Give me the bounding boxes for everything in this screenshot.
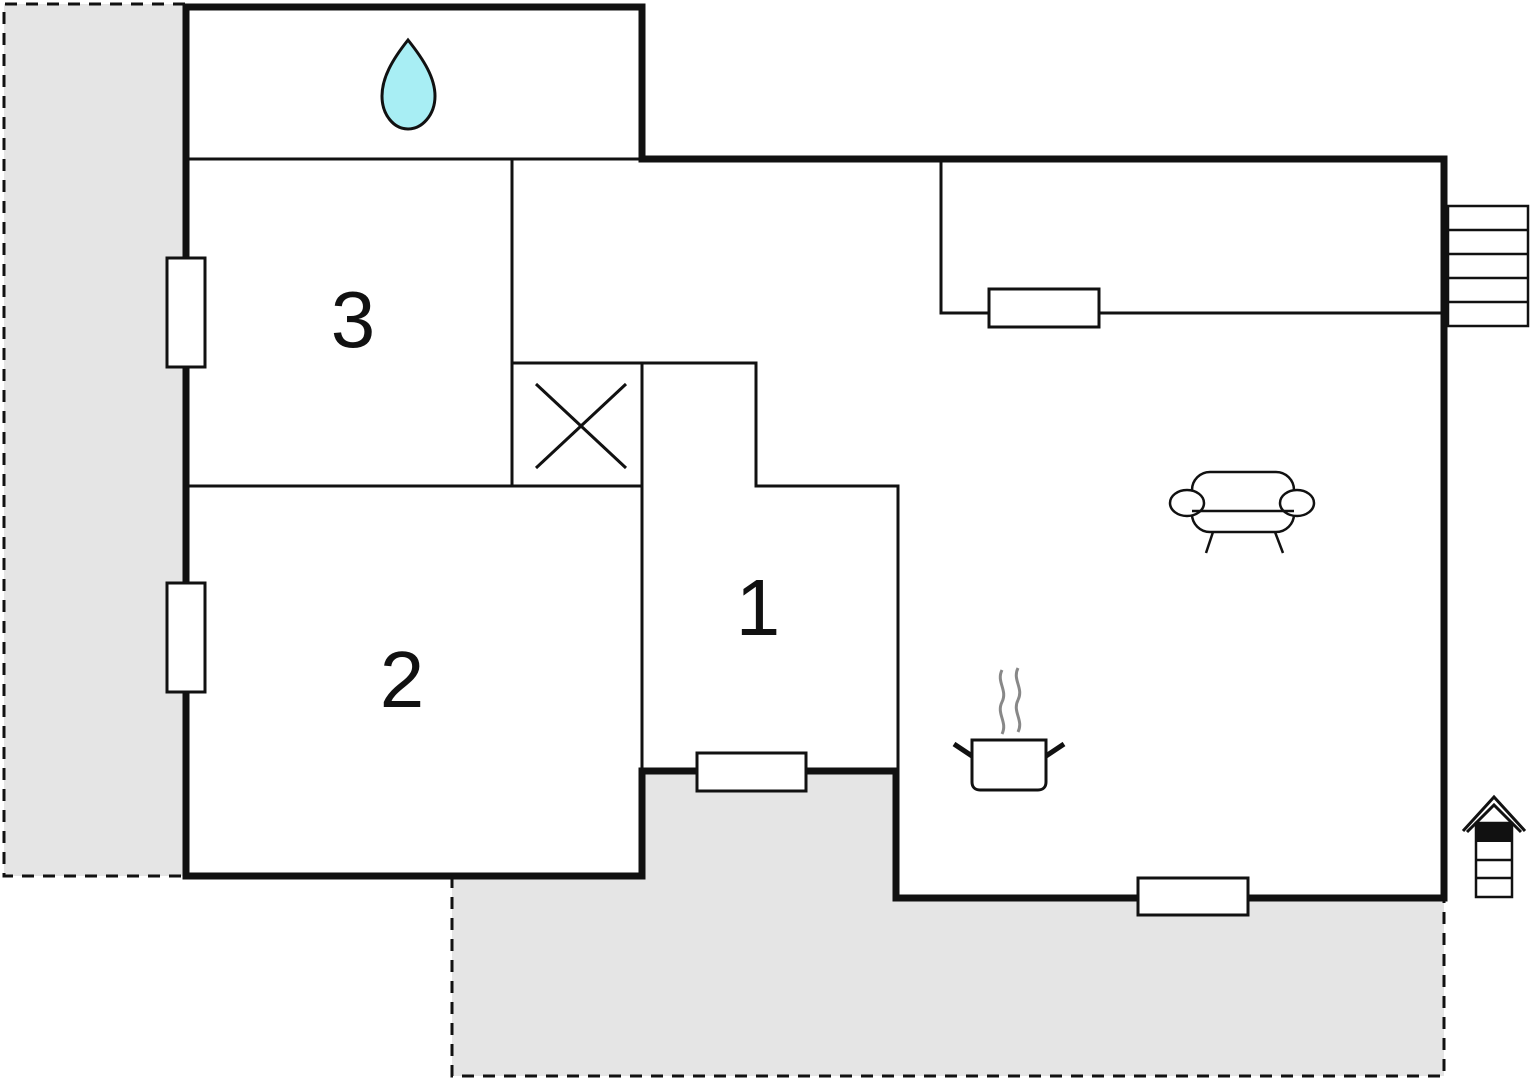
cooking-pot-icon bbox=[952, 667, 1066, 792]
house-entrance-icon bbox=[1461, 794, 1527, 899]
cross-icon bbox=[534, 382, 628, 470]
room-3-label: 3 bbox=[331, 275, 376, 364]
house-interior bbox=[186, 7, 1444, 898]
interior-walls bbox=[186, 157, 1444, 771]
armchair-icon bbox=[1168, 470, 1316, 554]
terrace-left bbox=[2, 2, 185, 878]
window-room-3 bbox=[165, 256, 207, 369]
window-living-bottom bbox=[1136, 876, 1250, 917]
water-drop-icon bbox=[380, 37, 437, 131]
stairs-icon bbox=[1446, 204, 1530, 328]
window-room-2 bbox=[165, 581, 207, 694]
window-interior-top bbox=[987, 287, 1101, 329]
room-2-label: 2 bbox=[380, 635, 425, 724]
outer-walls bbox=[182, 3, 1448, 902]
room-1-label: 1 bbox=[736, 563, 781, 652]
windows bbox=[165, 256, 1250, 917]
window-room-1 bbox=[695, 751, 808, 793]
